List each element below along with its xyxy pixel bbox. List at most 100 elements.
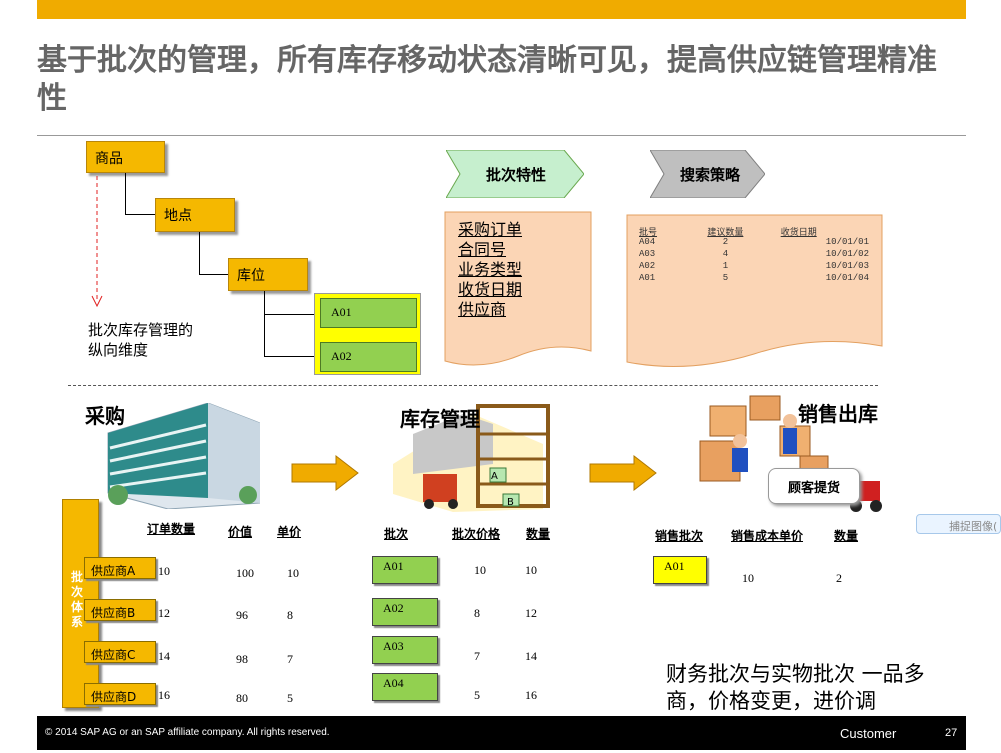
- flow-arrow-icon: [291, 454, 359, 492]
- footer-audience: Customer: [840, 726, 897, 741]
- table-row: A01 5 10/01/04: [639, 273, 869, 285]
- cell: 2: [722, 237, 729, 247]
- inventory-batch-box: A04: [372, 673, 438, 701]
- search-strategy-table: 批号 建议数量 收货日期 A04 2 10/01/01 A03 4 10/01/…: [639, 225, 869, 285]
- header-unit-price: 单价: [277, 525, 302, 539]
- value-cell: 100: [236, 566, 254, 580]
- cell: A04: [639, 237, 656, 247]
- inventory-label: 库存管理: [400, 407, 480, 431]
- batch-box: A02: [320, 342, 417, 372]
- order-qty-cell: 12: [158, 606, 170, 620]
- batch-box: A01: [320, 298, 417, 328]
- unit-price-cell: 8: [287, 608, 293, 622]
- batch-price-cell: 7: [474, 649, 480, 663]
- attribute-item[interactable]: 业务类型: [458, 260, 523, 279]
- batch-attributes-list: 采购订单 合同号 业务类型 收货日期 供应商: [458, 220, 578, 320]
- value-cell: 98: [236, 652, 248, 666]
- header-sales-qty: 数量: [834, 529, 859, 543]
- connector-line: [125, 173, 155, 215]
- cell: 5: [722, 273, 729, 283]
- connector-line: [264, 313, 320, 357]
- hierarchy-level-location: 地点: [155, 198, 235, 232]
- hierarchy-level-bin: 库位: [228, 258, 308, 291]
- batch-system-label: 批次体系: [71, 570, 84, 629]
- header-batch-price: 批次价格: [452, 527, 501, 541]
- batch-price-cell: 10: [474, 563, 486, 577]
- supplier-box: 供应商A: [84, 557, 156, 579]
- search-strategy-chevron: [650, 150, 765, 198]
- page-number: 27: [945, 727, 958, 739]
- value-cell: 96: [236, 608, 248, 622]
- batch-price-cell: 5: [474, 688, 480, 702]
- connector-line: [199, 232, 228, 275]
- header-sales-cost: 销售成本单价: [731, 529, 804, 543]
- footer-bar: © 2014 SAP AG or an SAP affiliate compan…: [37, 716, 966, 750]
- sales-batch-box: A01: [653, 556, 707, 584]
- top-accent-bar: [37, 0, 966, 19]
- search-strategy-note-bg: [626, 214, 883, 367]
- table-row: A04 2 10/01/01: [639, 237, 869, 249]
- supplier-box: 供应商C: [84, 641, 156, 663]
- shelf-box-b: B: [507, 497, 514, 508]
- capture-image-tab[interactable]: 捕捉图像(: [916, 514, 1001, 534]
- order-qty-cell: 16: [158, 688, 170, 702]
- summary-text: 财务批次与实物批次 一品多商，价格变更，进价调: [666, 662, 925, 713]
- cell: 10/01/03: [825, 261, 869, 271]
- inventory-batch-box: A01: [372, 556, 438, 584]
- attribute-item[interactable]: 合同号: [458, 240, 507, 259]
- footer-copyright: © 2014 SAP AG or an SAP affiliate compan…: [45, 727, 330, 738]
- slide-title: 基于批次的管理，所有库存移动状态清晰可见，提高供应链管理精准性: [37, 43, 937, 116]
- shelf-box-a: A: [491, 471, 498, 482]
- unit-price-cell: 5: [287, 691, 293, 705]
- sales-outbound-label: 销售出库: [798, 402, 878, 426]
- inventory-batch-box: A03: [372, 636, 438, 664]
- connector-line: [264, 291, 320, 315]
- batch-attributes-label: 批次特性: [485, 165, 546, 184]
- header-cell: 批号: [639, 228, 658, 238]
- order-qty-cell: 10: [158, 564, 170, 578]
- supplier-box: 供应商B: [84, 599, 156, 621]
- cell: A02: [639, 261, 656, 271]
- cell: A03: [639, 249, 656, 259]
- quantity-cell: 14: [525, 649, 537, 663]
- procurement-label: 采购: [85, 404, 125, 428]
- quantity-cell: 10: [525, 563, 537, 577]
- cell: 10/01/01: [825, 237, 869, 247]
- attribute-item[interactable]: 供应商: [458, 300, 507, 319]
- header-cell: 建议数量: [707, 228, 744, 238]
- table-row: A02 1 10/01/03: [639, 261, 869, 273]
- quantity-cell: 12: [525, 606, 537, 620]
- supplier-box: 供应商D: [84, 683, 156, 705]
- cell: 10/01/04: [825, 273, 869, 283]
- unit-price-cell: 7: [287, 652, 293, 666]
- section-divider: [68, 385, 878, 386]
- attribute-item[interactable]: 收货日期: [458, 280, 523, 299]
- header-cell: 收货日期: [780, 228, 817, 238]
- batch-attributes-note-bg: [444, 211, 592, 366]
- header-batch: 批次: [384, 527, 409, 541]
- batch-price-cell: 8: [474, 606, 480, 620]
- header-sales-batch: 销售批次: [655, 529, 704, 543]
- header-quantity: 数量: [526, 527, 551, 541]
- search-strategy-label: 搜索策略: [679, 165, 740, 184]
- hierarchy-caption: 批次库存管理的纵向维度: [88, 321, 194, 359]
- header-value: 价值: [228, 525, 253, 539]
- flow-arrow-icon: [589, 454, 657, 492]
- hierarchy-level-product: 商品: [86, 141, 165, 173]
- order-qty-cell: 14: [158, 649, 170, 663]
- vertical-dimension-arrow: [91, 176, 103, 308]
- title-divider: [37, 135, 966, 136]
- cell: A01: [639, 273, 656, 283]
- cell: 10/01/02: [825, 249, 869, 259]
- warehouse-forklift-icon: [393, 404, 550, 512]
- cell: 4: [722, 249, 729, 259]
- quantity-cell: 16: [525, 688, 537, 702]
- header-order-qty: 订单数量: [147, 522, 196, 536]
- office-building-icon: [107, 403, 260, 509]
- attribute-item[interactable]: 采购订单: [458, 220, 523, 239]
- value-cell: 80: [236, 691, 248, 705]
- batch-attributes-chevron: [446, 150, 584, 198]
- unit-price-cell: 10: [287, 566, 299, 580]
- inventory-batch-box: A02: [372, 598, 438, 626]
- cell: 1: [722, 261, 729, 271]
